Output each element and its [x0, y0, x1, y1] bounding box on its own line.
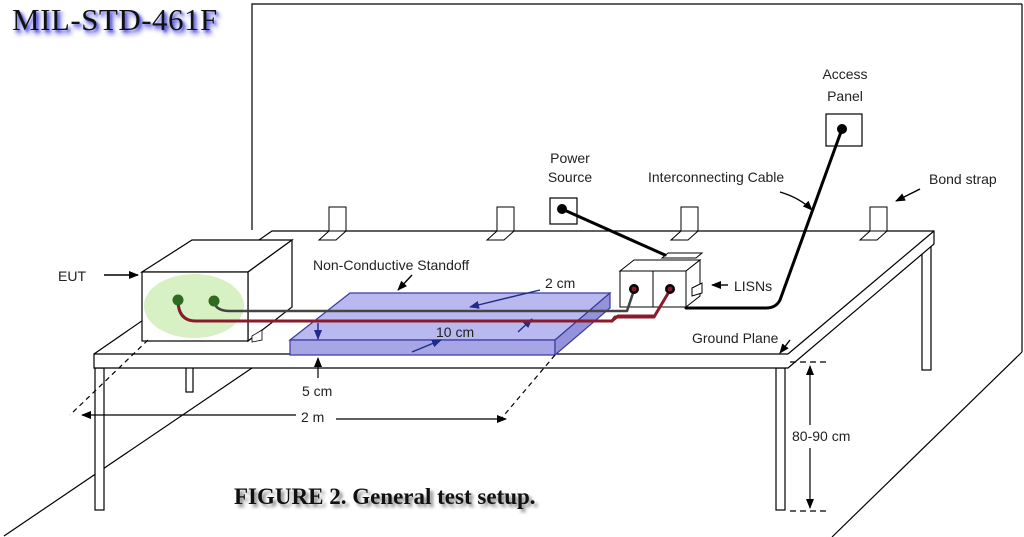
label-arrows: [104, 188, 921, 354]
access-panel-label-line1: Access: [822, 66, 867, 82]
two-m-label: 2 m: [301, 409, 324, 425]
standoff-label: Non-Conductive Standoff: [313, 257, 469, 273]
ground-plane-label: Ground Plane: [692, 330, 779, 346]
black-cables: [560, 127, 844, 310]
access-panel-box: [825, 113, 863, 147]
ten-cm-label: 10 cm: [436, 324, 474, 340]
figure-caption: FIGURE 2. General test setup.: [234, 484, 536, 509]
room-outline: [3, 3, 1023, 537]
two-cm-label: 2 cm: [545, 275, 575, 291]
power-source-label-line1: Power: [550, 150, 590, 166]
access-panel-label-line2: Panel: [827, 88, 863, 104]
height-dimension: [790, 361, 830, 512]
eut-label: EUT: [58, 268, 86, 284]
standard-title: MIL-STD-461F: [12, 2, 218, 37]
lisns-label: LISNs: [734, 278, 772, 294]
power-source-label-line2: Source: [548, 169, 593, 185]
connectors: [172, 284, 675, 307]
height-label: 80-90 cm: [792, 428, 850, 444]
bond-strap-brackets: [317, 206, 889, 241]
five-cm-label: 5 cm: [302, 383, 332, 399]
bond-strap-label: Bond strap: [929, 171, 997, 187]
non-conductive-standoff: [288, 291, 612, 357]
interconnecting-cable-label: Interconnecting Cable: [648, 169, 784, 185]
two-metre-dimension: [69, 339, 556, 423]
